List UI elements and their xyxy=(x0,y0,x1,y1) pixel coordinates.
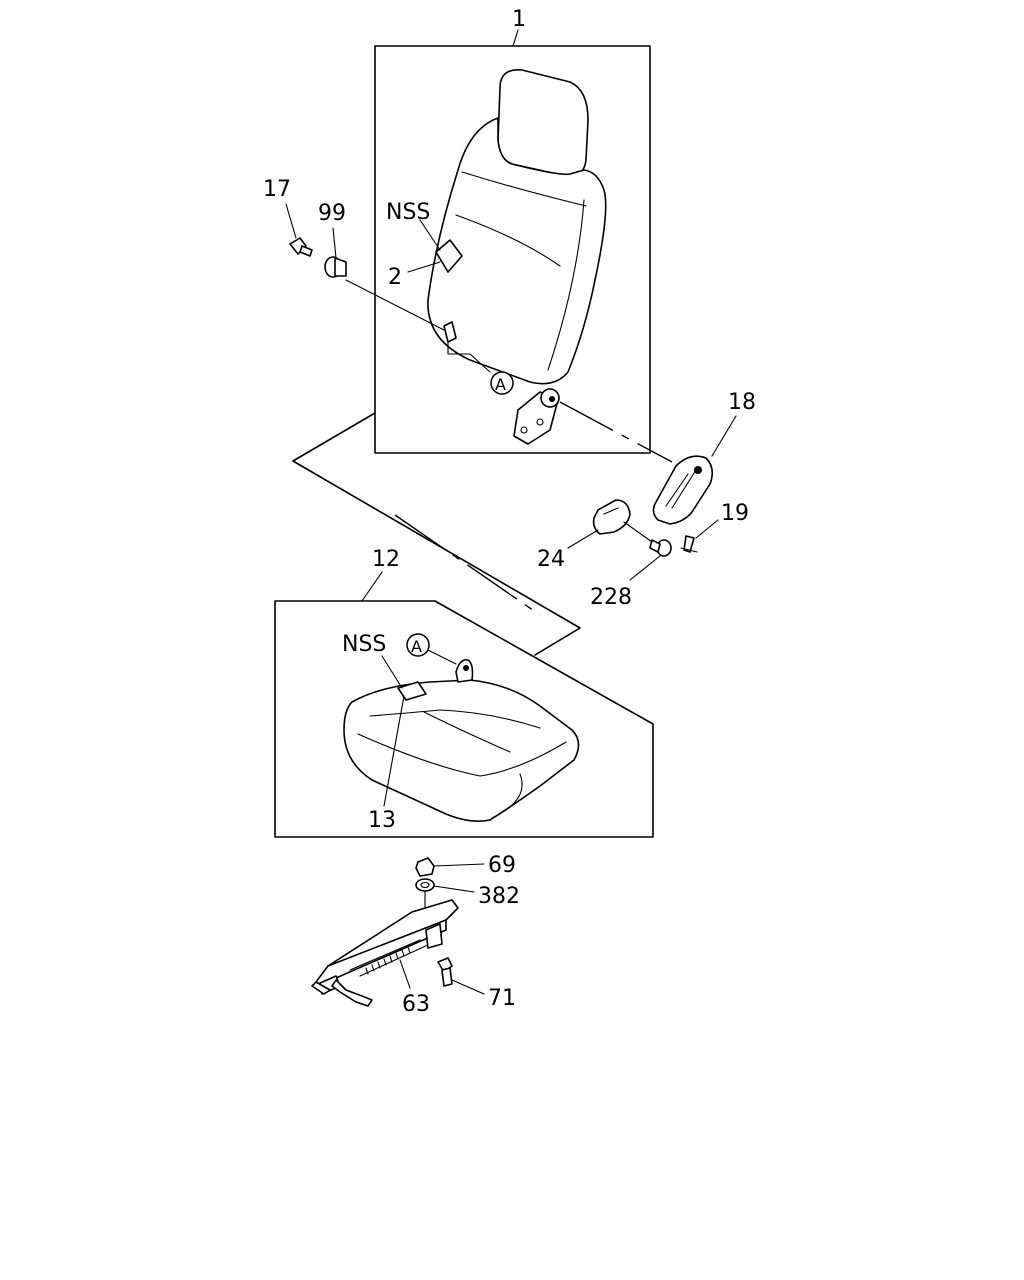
cushion-seam-left xyxy=(423,711,511,753)
callout-24[interactable]: 24 xyxy=(537,547,565,572)
callout-69[interactable]: 69 xyxy=(488,853,516,878)
hinge-hole-1 xyxy=(520,426,528,434)
leader-63 xyxy=(399,959,411,989)
nss-tag-back xyxy=(435,239,463,273)
callout-1[interactable]: 1 xyxy=(512,7,526,32)
leader-382 xyxy=(433,885,475,893)
leader-228 xyxy=(629,555,661,581)
leader-69 xyxy=(433,863,485,867)
bushing-99: 99 xyxy=(318,201,347,278)
assembly-line-99 xyxy=(345,279,445,331)
callout-63[interactable]: 63 xyxy=(402,992,430,1017)
cushion-body xyxy=(343,679,580,822)
leader-12 xyxy=(361,571,383,602)
leader-71 xyxy=(451,979,485,995)
callout-12[interactable]: 12 xyxy=(372,547,400,572)
bolt-17: 17 xyxy=(263,177,313,257)
leader-19 xyxy=(695,519,719,539)
hinge-hole-2 xyxy=(536,418,544,426)
callout-18[interactable]: 18 xyxy=(728,390,756,415)
leader-2 xyxy=(407,261,441,273)
connector-a-back xyxy=(447,341,491,373)
hinge-pivot-inner xyxy=(549,396,555,402)
cushion-seam-front xyxy=(491,773,523,819)
callout-2[interactable]: 2 xyxy=(388,265,402,290)
callout-71[interactable]: 71 xyxy=(488,986,516,1011)
label-nss-cushion[interactable]: NSS xyxy=(342,632,386,657)
screw-19: 19 xyxy=(680,501,749,553)
seat-cushion-frame xyxy=(274,600,654,838)
callout-228[interactable]: 228 xyxy=(590,585,632,610)
backrest-seam-2 xyxy=(461,171,587,207)
ref-a-cushion-circle xyxy=(406,633,430,657)
bolt-71: 71 xyxy=(437,957,516,1011)
leader-18 xyxy=(711,415,737,457)
backrest-side-seam xyxy=(547,199,585,371)
dash-line-lever xyxy=(559,401,673,463)
callout-382[interactable]: 382 xyxy=(478,884,520,909)
ref-a-back-circle xyxy=(490,371,514,395)
screw-228: 228 xyxy=(590,521,672,610)
leader-17 xyxy=(285,203,297,239)
callout-17[interactable]: 17 xyxy=(263,177,291,202)
leader-13 xyxy=(383,695,405,807)
dash-line-back-cushion xyxy=(394,514,541,616)
knob-24: 24 xyxy=(537,499,631,572)
cushion-seam-top xyxy=(369,709,541,729)
label-nss-back[interactable]: NSS xyxy=(386,200,430,225)
backrest xyxy=(427,117,607,385)
leader-24 xyxy=(567,529,599,549)
callout-19[interactable]: 19 xyxy=(721,501,749,526)
seat-back-group: 1 NSS 2 A xyxy=(374,7,651,454)
cushion-bracket xyxy=(455,658,474,683)
nut-69: 69 xyxy=(415,853,516,878)
callout-99[interactable]: 99 xyxy=(318,201,346,226)
nss-tag-cushion xyxy=(397,681,427,701)
leader-1 xyxy=(512,29,519,47)
headrest xyxy=(497,69,589,177)
backrest-seam-1 xyxy=(455,214,561,267)
leader-ref-a-cushion xyxy=(427,649,457,665)
seat-cushion-group: 12 NSS A 13 xyxy=(274,547,654,838)
leader-99 xyxy=(332,227,337,259)
washer-382: 382 xyxy=(415,878,520,909)
leader-nss-back xyxy=(419,219,441,251)
callout-13[interactable]: 13 xyxy=(368,808,396,833)
leader-nss-cushion xyxy=(381,655,403,689)
seat-rail-63: 63 xyxy=(311,899,459,1017)
ref-a-cushion[interactable]: A xyxy=(411,637,422,656)
back-hook xyxy=(443,321,457,343)
frame-connector-left xyxy=(292,412,581,656)
cushion-seam-mid xyxy=(357,733,567,777)
ref-a-back[interactable]: A xyxy=(495,375,506,394)
recliner-lever-18: 18 xyxy=(652,390,756,525)
